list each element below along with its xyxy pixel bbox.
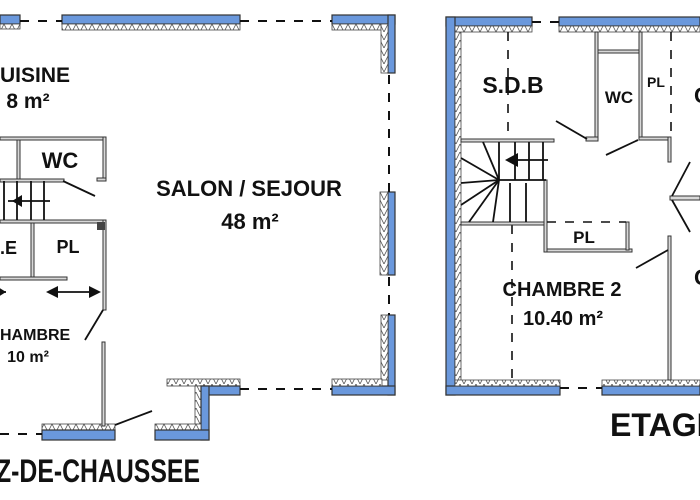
closet-label: PL [56, 237, 79, 257]
bedroom-area: 10 m² [7, 349, 49, 366]
bathroom-label: S.D.B [482, 72, 543, 98]
ground-floor-title: Z-DE-CHAUSSEE [0, 453, 200, 489]
exterior-walls [445, 16, 700, 396]
bedroom-label: HAMBRE [0, 327, 71, 344]
door-swing-arrows [0, 286, 101, 298]
partial-room-label: .E [0, 238, 17, 258]
stair-direction-arrow-icon [12, 195, 22, 207]
double-arrow-icon [46, 286, 58, 298]
stair-direction-arrow-icon [505, 153, 518, 167]
wc-label: WC [42, 148, 79, 173]
staircase [3, 181, 50, 220]
interior-partitions [0, 136, 153, 427]
kitchen-label: UISINE [0, 64, 70, 87]
window-openings [532, 21, 602, 389]
bedroom2-area: 10.40 m² [523, 308, 603, 330]
cut-room-label-bottom: C [694, 265, 700, 290]
exterior-walls [0, 14, 396, 441]
staircase [460, 141, 548, 223]
closet-label: PL [647, 74, 665, 90]
interior-partitions [460, 31, 700, 381]
upper-floor-title: ETAGE [610, 407, 700, 443]
stair-closet-label: PL [573, 228, 595, 247]
kitchen-area: 8 m² [6, 90, 49, 113]
window-openings [0, 20, 390, 435]
upper-floor-plan: S.D.B WC PL PL CHAMBRE 2 10.40 m² C C ET… [445, 16, 700, 443]
living-room-label: SALON / SEJOUR [156, 176, 342, 201]
living-room-area: 48 m² [221, 209, 278, 234]
wc-label: WC [605, 88, 633, 107]
cut-room-label-top: C [694, 83, 700, 108]
ground-floor-plan: UISINE 8 m² WC SALON / SEJOUR 48 m² .E P… [0, 14, 396, 489]
bedroom2-label: CHAMBRE 2 [503, 279, 622, 301]
